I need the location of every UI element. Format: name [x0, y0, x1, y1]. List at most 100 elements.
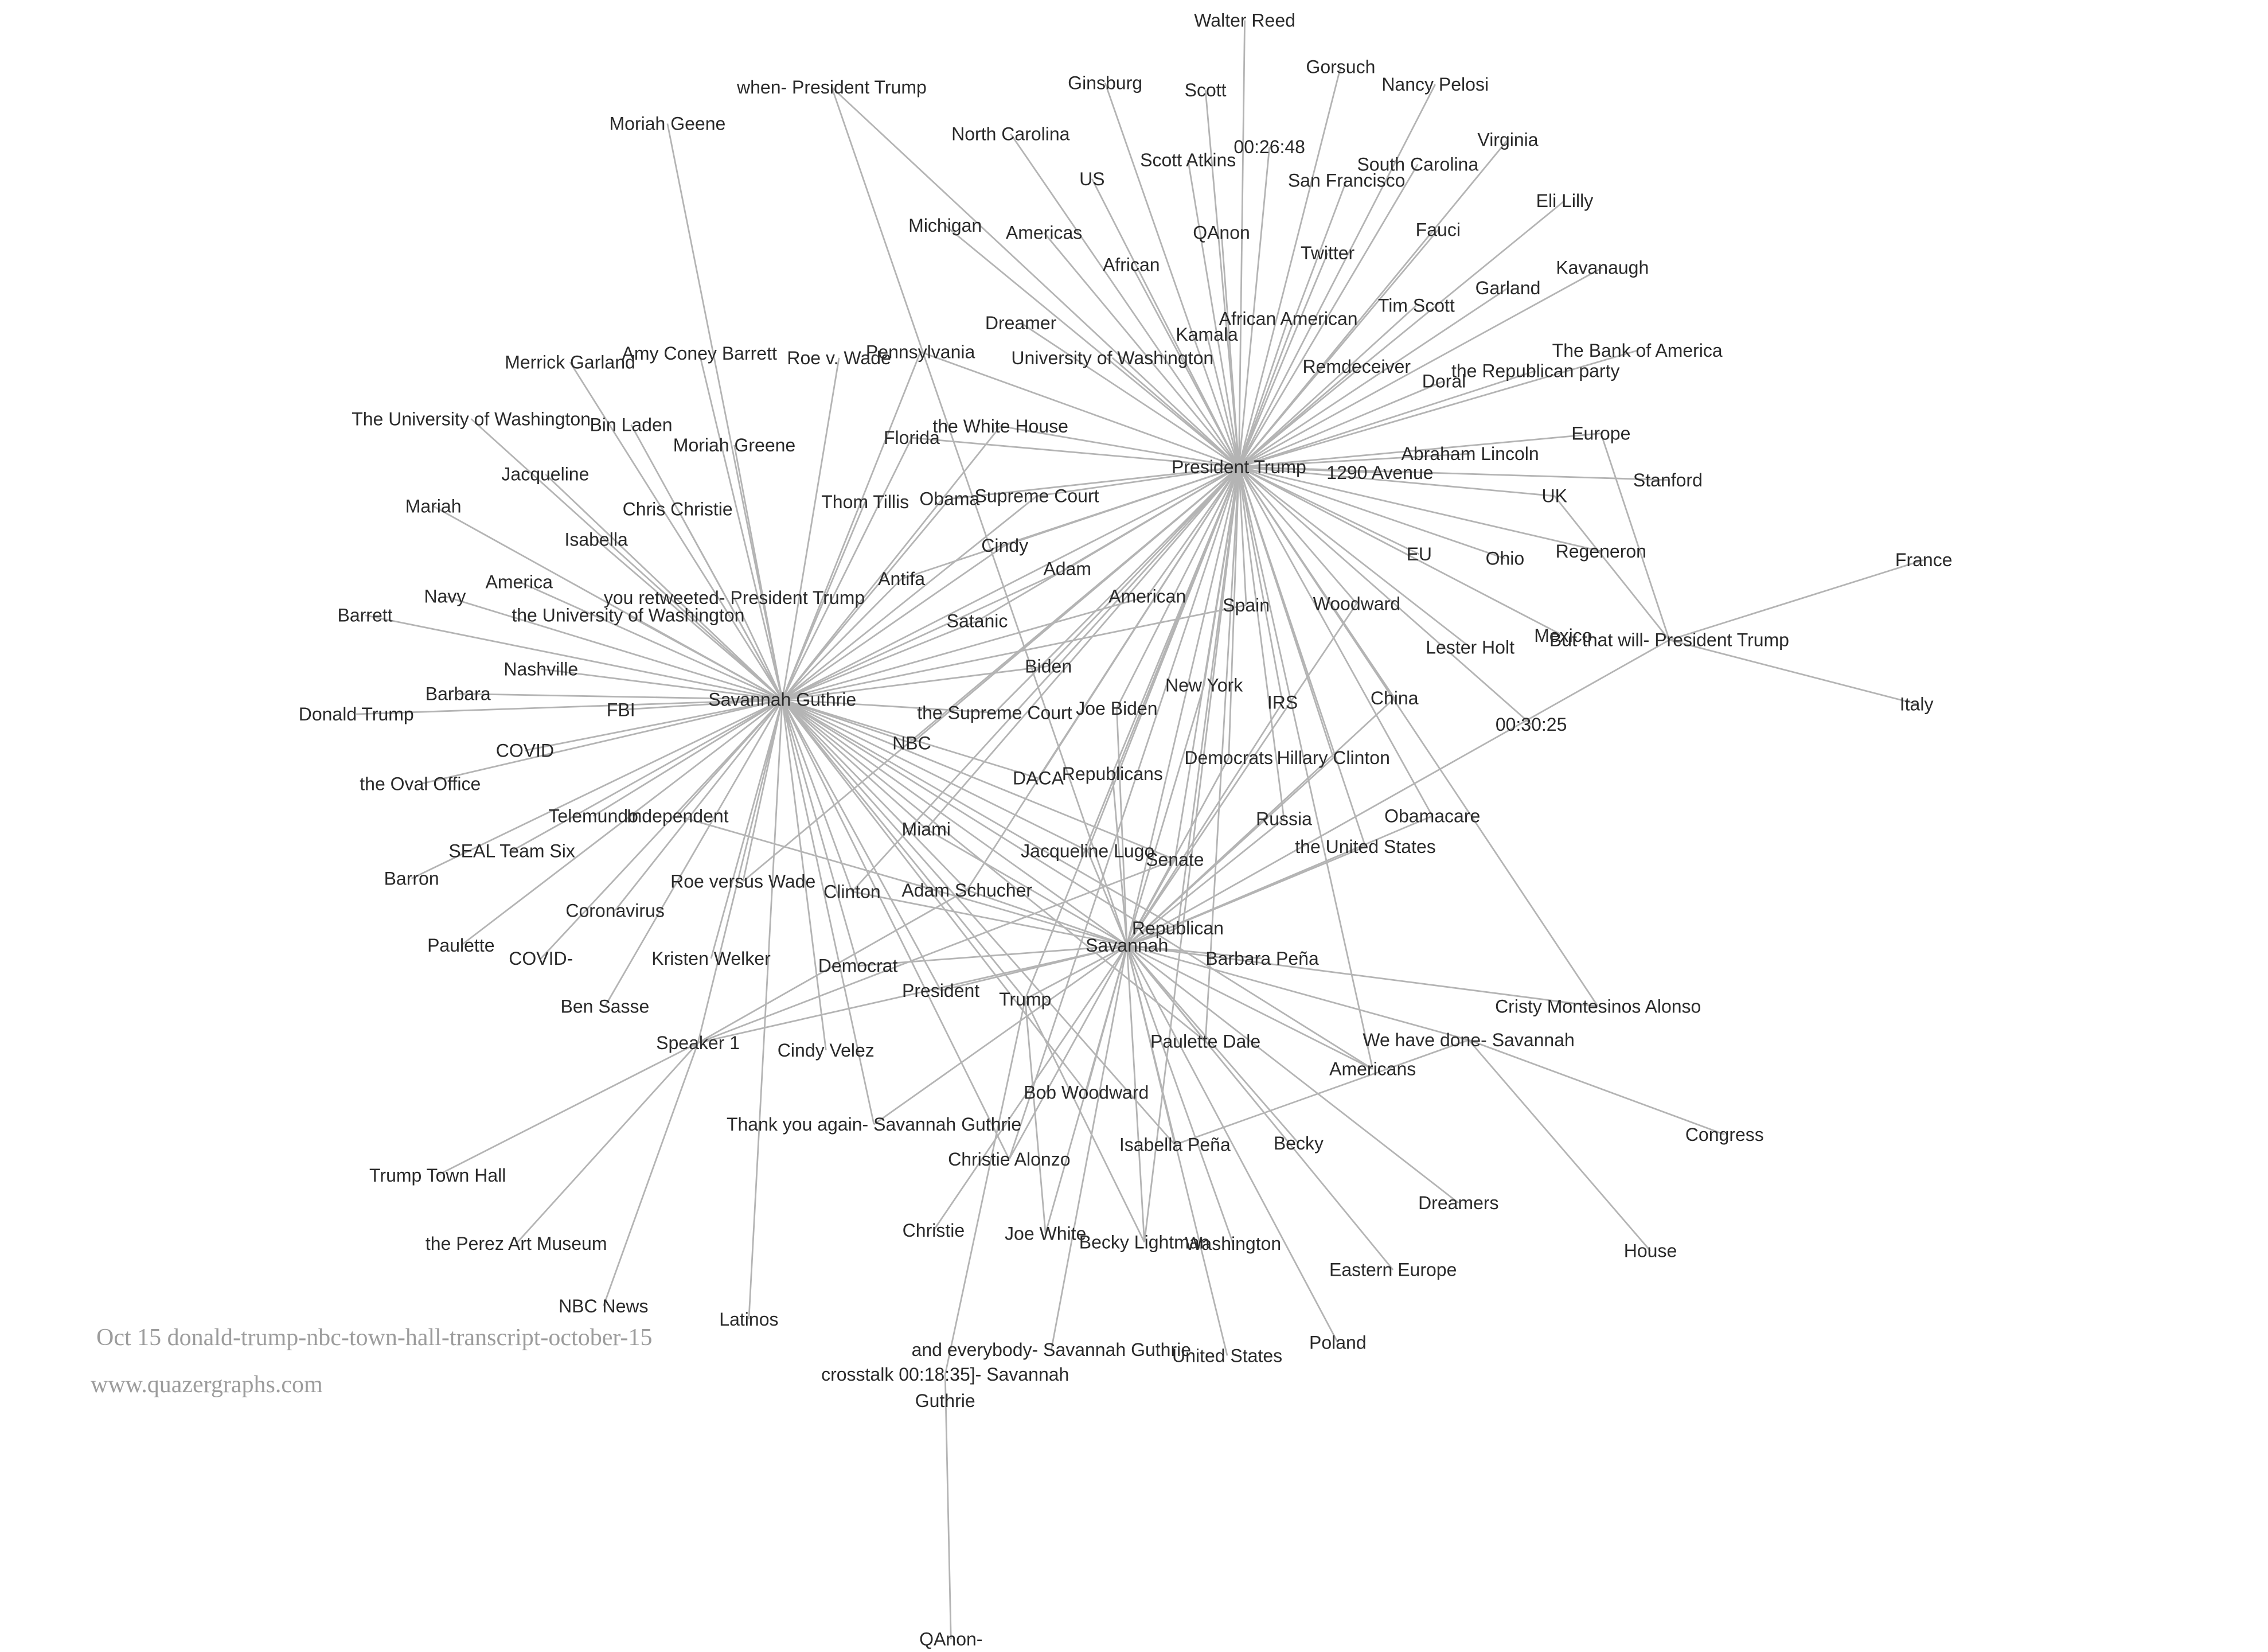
edge-president-trump--fauci	[1238, 229, 1439, 467]
node-label-clinton: Clinton	[823, 881, 881, 902]
edge-president-trump--tim-scott	[1238, 305, 1417, 468]
node-label-president: President	[902, 980, 979, 1001]
edge-president-trump--lester-holt	[1238, 466, 1471, 648]
edge-savannah-guthrie--biden	[782, 665, 1049, 701]
edge-savannah-guthrie--cindy-velez	[781, 699, 827, 1050]
edge-president-trump--when-president-trump	[831, 87, 1240, 468]
graph-caption-site: www.quazergraphs.com	[91, 1372, 323, 1398]
node-label-abraham-lincoln: Abraham Lincoln	[1402, 443, 1539, 464]
node-label-donald-trump: Donald Trump	[299, 704, 414, 724]
node-label-walter-reed: Walter Reed	[1194, 10, 1295, 31]
edge-president-trump--regeneron	[1239, 466, 1602, 552]
edge-speaker-1--trump-town-hall	[437, 1042, 698, 1176]
node-label-eu: EU	[1407, 544, 1432, 564]
node-label-virginia: Virginia	[1477, 129, 1538, 150]
node-label-senate: Senate	[1146, 850, 1204, 870]
node-label-mexico: Mexico	[1534, 625, 1592, 646]
edge-savannah--and-everybody-savannah-guthrie	[1050, 945, 1128, 1350]
edge-savannah--christie-alonzo	[1008, 945, 1128, 1160]
edge-president-trump--adam-schucher	[966, 466, 1240, 891]
edge-savannah--cristy-montesinos-alonso	[1127, 944, 1598, 1008]
node-label-republicans: Republicans	[1062, 763, 1163, 784]
edge-president-trump--senate	[1174, 466, 1240, 860]
node-label-american: American	[1108, 586, 1186, 607]
node-label-the-white-house: the White House	[932, 416, 1068, 437]
node-label-african-american: African American	[1219, 308, 1358, 329]
node-label-christie: Christie	[903, 1220, 965, 1241]
node-label-covid: COVID-	[509, 948, 573, 969]
edge-savannah-guthrie--merrick-garland	[569, 361, 783, 700]
edge-speaker-1--adam-schucher	[697, 889, 967, 1044]
edge-savannah-guthrie--fbi	[620, 699, 783, 711]
node-label-telemundo: Telemundo	[548, 806, 638, 827]
edge-savannah-guthrie--savannah	[782, 699, 1128, 946]
node-label-the-university-of-washington: The University of Washington	[352, 408, 591, 429]
node-label-united-states: United States	[1172, 1345, 1282, 1366]
node-label-fbi: FBI	[607, 699, 635, 720]
node-label-trump-town-hall: Trump Town Hall	[369, 1165, 506, 1186]
node-label-gorsuch: Gorsuch	[1306, 57, 1375, 77]
node-label-nashville: Nashville	[503, 659, 578, 679]
edge-savannah-guthrie--adam	[782, 568, 1068, 700]
edge-savannah-guthrie--democrat	[781, 699, 859, 967]
edge-we-have-done-savannah--congress	[1468, 1039, 1725, 1136]
node-label-00-26-48: 00:26:48	[1233, 137, 1305, 157]
node-label-pennsylvania: Pennsylvania	[866, 342, 975, 363]
edge-savannah-guthrie--christie-alonzo	[781, 699, 1010, 1160]
node-label-france: France	[1895, 550, 1953, 570]
edge-savannah-guthrie--barbara	[458, 693, 783, 701]
node-label-joe-biden: Joe Biden	[1076, 698, 1157, 719]
edge-savannah--republicans	[1111, 773, 1128, 946]
edge-savannah-guthrie--supreme-court	[782, 495, 1037, 700]
edge-savannah--poland	[1126, 945, 1339, 1343]
edge-savannah--obamacare	[1126, 815, 1433, 946]
edge-but-that-will-president-trump--italy	[1669, 639, 1917, 705]
node-label-when-president-trump: when- President Trump	[736, 77, 927, 98]
edge-savannah-guthrie--barron	[411, 699, 783, 879]
edge-president-trump--scott	[1204, 90, 1240, 467]
edge-president-trump--mexico	[1238, 466, 1564, 637]
edge-savannah-guthrie--jacqueline-lugo	[782, 699, 1088, 852]
node-label-00-30-25: 00:30:25	[1496, 714, 1567, 735]
graph-caption-title: Oct 15 donald-trump-nbc-town-hall-transc…	[96, 1324, 653, 1351]
node-label-paulette: Paulette	[427, 935, 494, 956]
node-label-moriah-geene: Moriah Geene	[610, 114, 726, 134]
node-label-michigan: Michigan	[908, 215, 982, 236]
edge-president-trump--biden	[1048, 466, 1240, 667]
edge-president-trump--walter-reed	[1238, 20, 1246, 467]
node-label-joe-white: Joe White	[1005, 1223, 1086, 1244]
edge-crosstalk-00-18-35-savannah--qanon	[944, 1374, 952, 1639]
edge-president-trump--paulette-dale	[1204, 466, 1240, 1042]
edge-speaker-1--senate	[697, 859, 1176, 1044]
edge-savannah-guthrie--roe-v-wade	[781, 357, 840, 700]
edge-savannah--clinton	[852, 891, 1127, 946]
node-label-kristen-welker: Kristen Welker	[651, 948, 771, 969]
edge-savannah-guthrie--adam-schucher	[782, 699, 968, 891]
edge-president-trump--qanon	[1220, 232, 1240, 467]
node-label-obama: Obama	[919, 489, 979, 509]
edge-savannah--independent	[677, 815, 1127, 946]
node-label-speaker-1: Speaker 1	[656, 1032, 740, 1053]
node-label-roe-v-wade: Roe v. Wade	[787, 348, 891, 368]
edge-president-trump--supreme-court	[1036, 466, 1239, 497]
node-label-coronavirus: Coronavirus	[565, 900, 665, 921]
node-label-christie-alonzo: Christie Alonzo	[948, 1149, 1070, 1170]
node-label-thom-tillis: Thom Tillis	[821, 492, 909, 512]
edge-president-trump--americas	[1043, 232, 1240, 467]
edge-savannah--isabella-pe-a	[1126, 945, 1176, 1145]
edge-savannah-guthrie--you-retweeted-president-trump	[733, 597, 783, 700]
edge-savannah-guthrie--americans	[782, 699, 1373, 1070]
node-label-the-oval-office: the Oval Office	[360, 774, 481, 794]
node-label-republican: Republican	[1132, 918, 1224, 938]
edge-president-trump--pennsylvania	[920, 351, 1239, 468]
node-label-ohio: Ohio	[1486, 548, 1525, 569]
node-label-guthrie: Guthrie	[915, 1390, 975, 1411]
edge-speaker-1--nbc-news	[602, 1042, 699, 1307]
node-label-adam-schucher: Adam Schucher	[901, 880, 1032, 901]
edge-savannah--adam-schucher	[966, 889, 1127, 946]
edge-savannah-guthrie--senate	[782, 699, 1176, 860]
node-label-kavanaugh: Kavanaugh	[1556, 258, 1649, 278]
node-label-dreamer: Dreamer	[985, 313, 1057, 333]
node-label-democrat: Democrat	[818, 956, 898, 976]
